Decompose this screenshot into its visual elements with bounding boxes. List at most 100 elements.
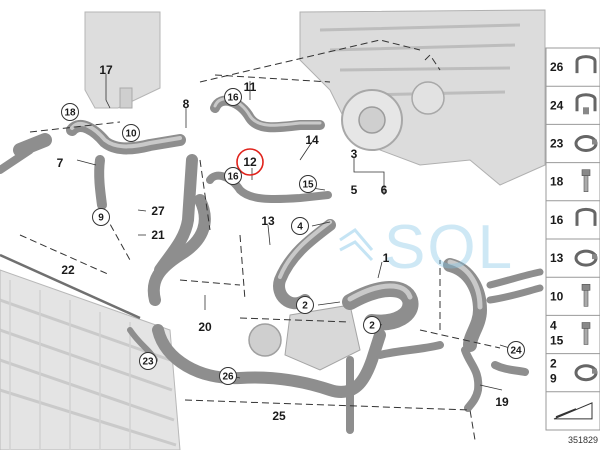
callout-label: 2 — [369, 321, 375, 332]
side-panel-number: 2 — [550, 357, 557, 371]
side-panel-number: 4 — [550, 318, 557, 332]
watermark: SOL — [339, 213, 514, 282]
side-panel-cell: 24 — [546, 85, 600, 115]
callout-label: 8 — [183, 97, 190, 111]
side-panel-cells: 26 24 23 18 16 13 10 415 29 — [546, 55, 600, 420]
side-panel-number: 26 — [550, 60, 564, 74]
callout-17: 17 — [99, 63, 113, 77]
callout-19: 19 — [495, 395, 509, 409]
callout-label: 20 — [198, 320, 212, 334]
bolt-icon — [581, 322, 591, 345]
callout-circle — [299, 175, 317, 193]
side-panel-cell: 16 — [546, 200, 600, 227]
retaining-clip-icon — [575, 55, 597, 74]
callout-21: 21 — [151, 228, 165, 242]
side-panel-cell: 10 — [546, 276, 600, 307]
watermark-text: SOL — [384, 213, 514, 282]
water-pump — [248, 304, 361, 371]
side-panel-cell: 415 — [546, 314, 600, 347]
callout-8: 8 — [183, 97, 190, 111]
side-panel-number: 23 — [550, 137, 564, 151]
callout-circle — [122, 124, 140, 142]
callout-24: 24 — [507, 341, 525, 359]
callout-label: 9 — [98, 213, 104, 224]
callout-circle — [507, 341, 525, 359]
side-panel-cell: 23 — [546, 123, 600, 152]
callout-12: 12 — [243, 155, 257, 169]
callout-circle — [363, 316, 381, 334]
side-panel-number: 24 — [550, 98, 564, 112]
retaining-clip-icon — [575, 207, 597, 226]
callout-circle — [61, 103, 79, 121]
callout-11: 11 — [244, 80, 257, 94]
callout-label: 3 — [351, 147, 358, 161]
callout-16: 16 — [224, 88, 242, 106]
callout-label: 14 — [305, 133, 319, 147]
callout-7: 7 — [57, 156, 64, 170]
hose-clamp-icon — [574, 249, 598, 267]
highlight-ring — [236, 148, 264, 176]
callout-label: 1 — [383, 251, 390, 265]
callout-label: 24 — [510, 346, 522, 357]
callout-23: 23 — [139, 352, 157, 370]
wedge-icon — [553, 402, 593, 420]
callout-16: 16 — [224, 167, 242, 185]
callout-1: 1 — [383, 251, 390, 265]
side-panel-number: 13 — [550, 251, 564, 265]
callout-label: 5 — [351, 183, 358, 197]
callout-label: 26 — [222, 372, 234, 383]
callout-3: 3 — [351, 147, 358, 161]
callout-13: 13 — [261, 214, 275, 228]
callout-label: 22 — [61, 263, 75, 277]
side-panel-cell — [546, 391, 600, 420]
side-panel-number: 16 — [550, 213, 564, 227]
callout-27: 27 — [151, 204, 165, 218]
callout-9: 9 — [92, 208, 110, 226]
side-panel-number: 18 — [550, 175, 564, 189]
hose-clamp-icon — [574, 135, 598, 152]
callout-label: 16 — [227, 172, 239, 183]
callout-label: 11 — [244, 80, 257, 94]
callout-label: 17 — [99, 63, 113, 77]
callout-4: 4 — [291, 217, 309, 235]
bolt-icon — [581, 169, 591, 192]
side-panel-cell: 26 — [550, 55, 597, 74]
callout-label: 19 — [495, 395, 509, 409]
callout-label: 4 — [297, 222, 303, 233]
callout-circle — [296, 296, 314, 314]
side-panel: 26 24 23 18 16 13 10 415 29 — [545, 47, 600, 431]
dashed-group-lines — [19, 39, 501, 441]
retaining-clip-icon — [575, 93, 597, 115]
side-panel-number: 9 — [550, 372, 557, 386]
callout-label: 23 — [142, 357, 154, 368]
callout-circle — [139, 352, 157, 370]
side-panel-number: 10 — [550, 289, 564, 303]
callout-circle — [291, 217, 309, 235]
diagram-id: 351829 — [568, 435, 598, 445]
side-panel-number: 15 — [550, 333, 564, 347]
callout-10: 10 — [122, 124, 140, 142]
callout-label: 6 — [381, 183, 388, 197]
callout-26: 26 — [219, 367, 237, 385]
engine-block — [299, 9, 546, 186]
callout-label: 10 — [125, 129, 137, 140]
callout-20: 20 — [198, 320, 212, 334]
callout-label: 27 — [151, 204, 165, 218]
expansion-tank — [84, 11, 161, 109]
callout-circle — [219, 367, 237, 385]
callout-circle — [92, 208, 110, 226]
callout-label: 12 — [243, 155, 257, 169]
callout-label: 7 — [57, 156, 64, 170]
callout-label: 25 — [272, 409, 286, 423]
callout-2: 2 — [363, 316, 381, 334]
hoses — [0, 95, 544, 434]
callout-22: 22 — [61, 263, 75, 277]
callout-label: 16 — [227, 93, 239, 104]
callout-6: 6 — [381, 183, 388, 197]
side-panel-cell: 13 — [546, 238, 600, 267]
callout-15: 15 — [299, 175, 317, 193]
callout-14: 14 — [305, 133, 319, 147]
side-panel-cell: 18 — [546, 162, 600, 192]
